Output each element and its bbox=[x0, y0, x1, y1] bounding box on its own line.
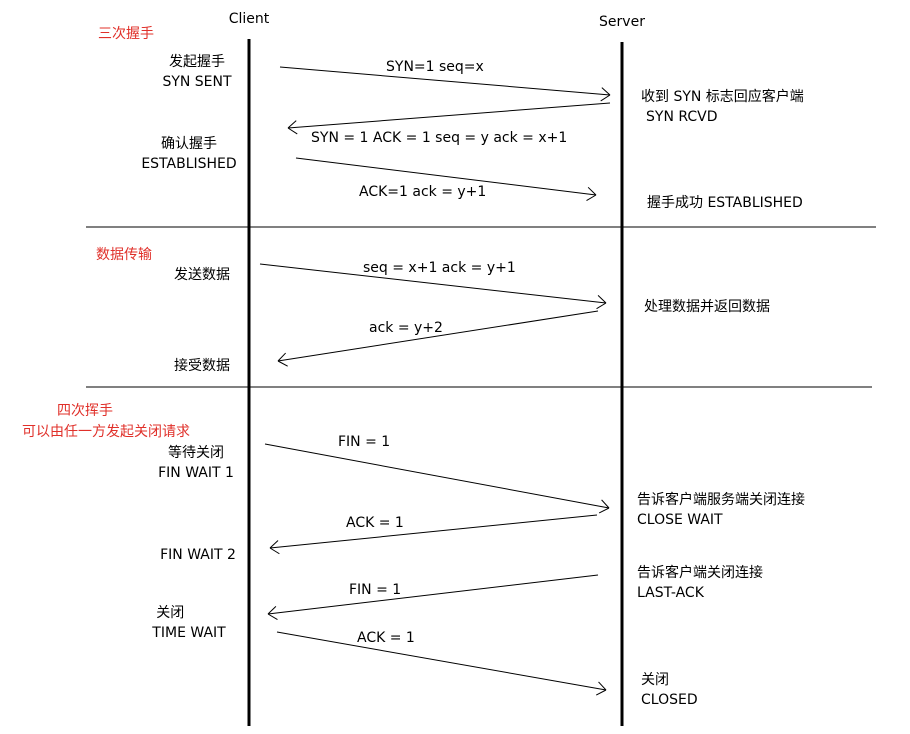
server-state-last-ack: 告诉客户端关闭连接 LAST-ACK bbox=[637, 563, 763, 603]
message-arrow bbox=[279, 66, 611, 102]
message-label: ACK = 1 bbox=[346, 515, 404, 531]
message-label: ACK = 1 bbox=[357, 630, 415, 646]
server-state-line: LAST-ACK bbox=[637, 585, 704, 601]
client-state-receive-data: 接受数据 bbox=[174, 356, 230, 376]
message-label: ack = y+2 bbox=[369, 320, 443, 336]
message-label: SYN=1 seq=x bbox=[386, 59, 484, 75]
section-transfer-label: 数据传输 bbox=[96, 247, 152, 263]
client-state-line: 关闭 bbox=[156, 605, 185, 621]
server-state-line: 收到 SYN 标志回应客户端 bbox=[641, 89, 804, 105]
message-arrow bbox=[287, 102, 611, 135]
client-state-line: 接受数据 bbox=[174, 358, 230, 374]
message-arrow bbox=[269, 514, 598, 555]
client-state-fin-wait-1: 等待关闭 FIN WAIT 1 bbox=[158, 443, 234, 483]
server-state-line: CLOSE WAIT bbox=[637, 512, 723, 528]
client-state-line: 发起握手 bbox=[169, 54, 225, 70]
client-state-fin-wait-2: FIN WAIT 2 bbox=[160, 545, 236, 565]
message-label: FIN = 1 bbox=[349, 582, 402, 598]
server-state-line: 关闭 bbox=[641, 672, 669, 688]
server-state-close-wait: 告诉客户端服务端关闭连接 CLOSE WAIT bbox=[637, 490, 805, 530]
server-state-closed: 关闭 CLOSED bbox=[641, 670, 698, 710]
client-state-established: 确认握手 ESTABLISHED bbox=[141, 134, 236, 174]
server-state-line: 告诉客户端关闭连接 bbox=[637, 565, 763, 581]
server-state-line: 处理数据并返回数据 bbox=[644, 299, 770, 315]
server-state-line: SYN RCVD bbox=[646, 109, 718, 125]
client-state-line: FIN WAIT 2 bbox=[160, 547, 236, 563]
server-title: Server bbox=[599, 14, 645, 30]
server-state-established: 握手成功 ESTABLISHED bbox=[647, 193, 803, 213]
client-state-line: 确认握手 bbox=[160, 136, 217, 152]
client-state-line: SYN SENT bbox=[162, 74, 232, 90]
message-arrow bbox=[267, 574, 599, 621]
client-title: Client bbox=[228, 11, 270, 27]
client-state-line: 发送数据 bbox=[174, 267, 230, 283]
message-label: SYN = 1 ACK = 1 seq = y ack = x+1 bbox=[311, 130, 568, 146]
message-label: ACK=1 ack = y+1 bbox=[359, 184, 487, 200]
message-arrow bbox=[276, 631, 607, 696]
message-arrow bbox=[264, 443, 610, 514]
section-teardown-note: 可以由任一方发起关闭请求 bbox=[22, 424, 190, 440]
client-state-syn-sent: 发起握手 SYN SENT bbox=[162, 52, 231, 92]
server-state-line: 握手成功 ESTABLISHED bbox=[647, 195, 803, 211]
client-state-line: TIME WAIT bbox=[152, 625, 226, 641]
message-arrow bbox=[295, 157, 597, 201]
message-arrow bbox=[259, 263, 607, 310]
message-label: FIN = 1 bbox=[338, 434, 391, 450]
section-teardown-label: 四次挥手 bbox=[57, 403, 113, 419]
section-handshake-label: 三次握手 bbox=[98, 26, 154, 42]
server-state-process-data: 处理数据并返回数据 bbox=[644, 297, 770, 317]
server-state-line: 告诉客户端服务端关闭连接 bbox=[637, 492, 805, 508]
message-label: seq = x+1 ack = y+1 bbox=[363, 260, 516, 276]
client-state-time-wait: 关闭 TIME WAIT bbox=[152, 603, 225, 643]
client-state-send-data: 发送数据 bbox=[174, 265, 230, 285]
message-arrow bbox=[277, 310, 599, 367]
client-state-line: ESTABLISHED bbox=[141, 156, 237, 172]
client-state-line: 等待关闭 bbox=[167, 445, 224, 461]
client-state-line: FIN WAIT 1 bbox=[158, 465, 234, 481]
server-state-syn-rcvd: 收到 SYN 标志回应客户端 SYN RCVD bbox=[641, 87, 804, 127]
server-state-line: CLOSED bbox=[641, 692, 698, 708]
